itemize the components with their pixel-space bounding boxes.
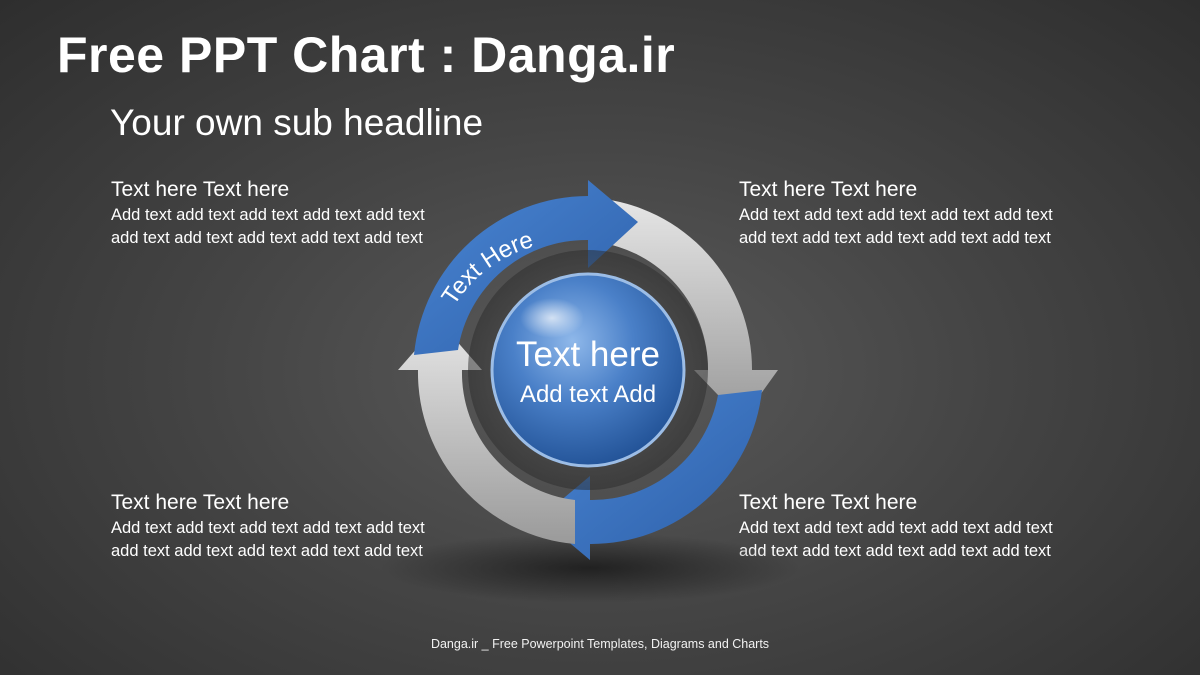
text-block-body: Add text add text add text add text add … xyxy=(111,204,491,250)
text-block-line: Add text add text add text add text add … xyxy=(111,519,425,537)
cycle-arrow-gray-left xyxy=(398,322,575,544)
text-block-top-left: Text here Text here Add text add text ad… xyxy=(111,177,491,250)
cycle-arrow-gray-right xyxy=(596,198,778,420)
text-block-body: Add text add text add text add text add … xyxy=(739,517,1119,563)
text-block-line: add text add text add text add text add … xyxy=(739,542,1051,560)
text-block-body: Add text add text add text add text add … xyxy=(739,204,1119,250)
text-block-heading: Text here Text here xyxy=(739,178,918,201)
text-block-bottom-left: Text here Text here Add text add text ad… xyxy=(111,490,491,563)
text-block-line: add text add text add text add text add … xyxy=(111,542,423,560)
text-block-top-right: Text here Text here Add text add text ad… xyxy=(739,177,1119,250)
text-block-line: Add text add text add text add text add … xyxy=(739,206,1053,224)
text-block-heading: Text here Text here xyxy=(739,491,918,514)
footer-text: Danga.ir _ Free Powerpoint Templates, Di… xyxy=(430,637,770,651)
text-block-heading: Text here Text here xyxy=(111,178,290,201)
text-block-heading: Text here Text here xyxy=(111,491,290,514)
floor-shadow xyxy=(380,533,800,603)
text-block-line: Add text add text add text add text add … xyxy=(111,206,425,224)
cycle-arrow-blue-bottom xyxy=(540,390,762,560)
text-block-line: add text add text add text add text add … xyxy=(739,229,1051,247)
text-block-line: Add text add text add text add text add … xyxy=(739,519,1053,537)
center-text: Add text Add xyxy=(520,381,656,408)
page-title: Free PPT Chart : Danga.ir xyxy=(57,27,676,83)
text-block-body: Add text add text add text add text add … xyxy=(111,517,491,563)
cycle-arrow-blue-top xyxy=(414,180,638,355)
center-title: Text here xyxy=(516,335,660,374)
text-block-bottom-right: Text here Text here Add text add text ad… xyxy=(739,490,1119,563)
page-subtitle: Your own sub headline xyxy=(110,102,484,143)
text-block-line: add text add text add text add text add … xyxy=(111,229,423,247)
sphere-highlight xyxy=(520,298,584,338)
